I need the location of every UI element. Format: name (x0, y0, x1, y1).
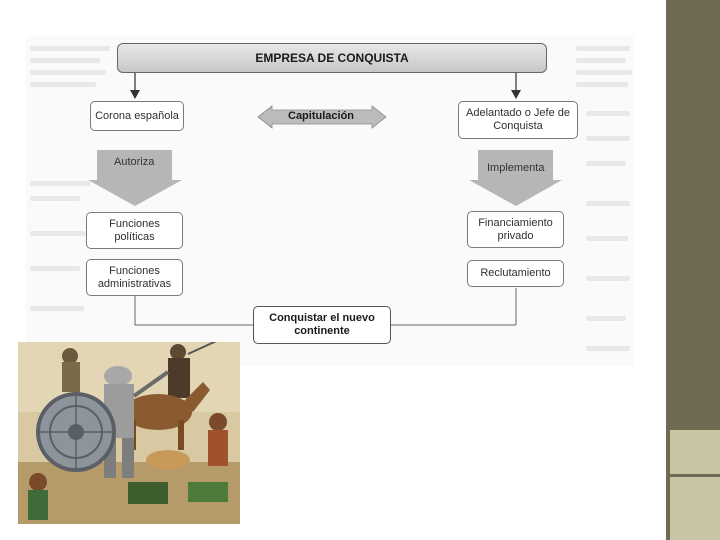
funciones-politicas-box: Funciones políticas (86, 212, 183, 249)
implementa-arrow (469, 150, 562, 206)
conquistadors-illustration (18, 342, 240, 524)
implementa-label: Implementa (487, 162, 544, 174)
arrowhead (511, 90, 521, 99)
diagram-title: EMPRESA DE CONQUISTA (117, 43, 547, 73)
financiamiento-privado-box: Financiamiento privado (467, 211, 564, 248)
decorative-side-block-2 (670, 477, 720, 540)
corona-espanola-box: Corona española (90, 101, 184, 131)
arrowhead (130, 90, 140, 99)
decorative-side-block-1 (670, 430, 720, 474)
capitulacion-label: Capitulación (288, 110, 354, 122)
reclutamiento-box: Reclutamiento (467, 260, 564, 287)
goal-box: Conquistar el nuevo continente (253, 306, 391, 344)
autoriza-label: Autoriza (114, 156, 154, 168)
funciones-administrativas-box: Funciones administrativas (86, 259, 183, 296)
conquistadors-illustration-svg (18, 342, 240, 524)
adelantado-box: Adelantado o Jefe de Conquista (458, 101, 578, 139)
